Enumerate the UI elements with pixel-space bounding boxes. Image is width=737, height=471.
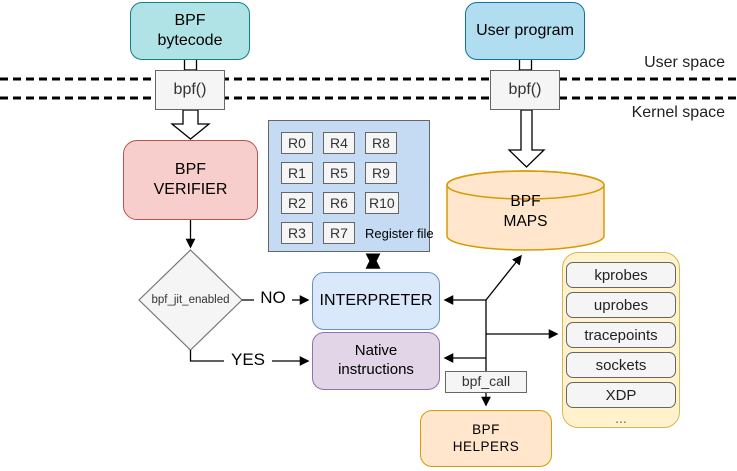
syscall-to-maps-block-arrow — [507, 109, 546, 168]
syscall-to-verifier-block-arrow — [170, 109, 211, 140]
bytecode-to-syscall-connector — [183, 58, 198, 71]
jit-decision-diamond-shape — [138, 249, 243, 351]
yes-edge-arrow — [189, 350, 310, 366]
maps-cylinder-shape — [446, 170, 605, 251]
userprogram-to-syscall-connector — [518, 58, 533, 71]
maps-cylinder-rim — [446, 170, 605, 200]
junction-to-maps-arrow — [485, 254, 522, 301]
